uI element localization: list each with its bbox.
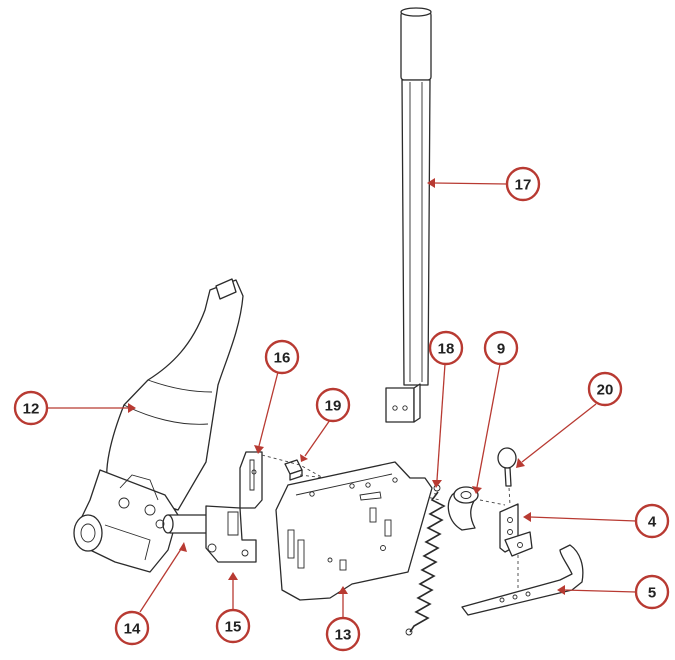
callout-4-label: 4: [648, 514, 657, 531]
callout-5-label: 5: [648, 585, 656, 602]
callout-12: 12: [13, 390, 49, 426]
callout-18-label: 18: [438, 341, 455, 358]
leader-lines: [48, 182, 637, 618]
callout-19: 19: [315, 387, 351, 423]
leader-arrowheads: [128, 178, 565, 595]
callout-20: 20: [587, 371, 623, 407]
callout-17-label: 17: [515, 177, 532, 194]
callout-5: 5: [634, 574, 670, 610]
callout-18: 18: [428, 330, 464, 366]
callout-16: 16: [264, 339, 300, 375]
part-17-rod: [385, 7, 432, 423]
callout-20-label: 20: [597, 382, 614, 399]
callout-17: 17: [505, 166, 541, 202]
part-12-motor-housing: [73, 278, 244, 573]
callout-14-label: 14: [124, 621, 141, 638]
callout-13: 13: [325, 616, 361, 652]
part-4-small-bracket: [499, 503, 533, 557]
callout-12-label: 12: [23, 401, 40, 418]
callout-9-label: 9: [497, 341, 505, 358]
part-16-bracket: [239, 451, 263, 509]
part-20-ring-pin: [497, 447, 517, 487]
callout-19-label: 19: [325, 398, 342, 415]
part-9-knob: [447, 486, 479, 531]
callout-4: 4: [634, 503, 670, 539]
part-19-nut: [284, 459, 303, 481]
callout-15: 15: [215, 608, 251, 644]
callout-15-label: 15: [225, 619, 242, 636]
part-18-spring: [405, 484, 446, 636]
callout-14: 14: [114, 610, 150, 646]
part-13-mounting-plate: [275, 461, 433, 601]
callout-9: 9: [483, 330, 519, 366]
part-5-foot-bar: [461, 544, 584, 616]
part-15-bracket-base: [205, 505, 257, 563]
callout-13-label: 13: [335, 627, 352, 644]
callout-16-label: 16: [274, 350, 291, 367]
